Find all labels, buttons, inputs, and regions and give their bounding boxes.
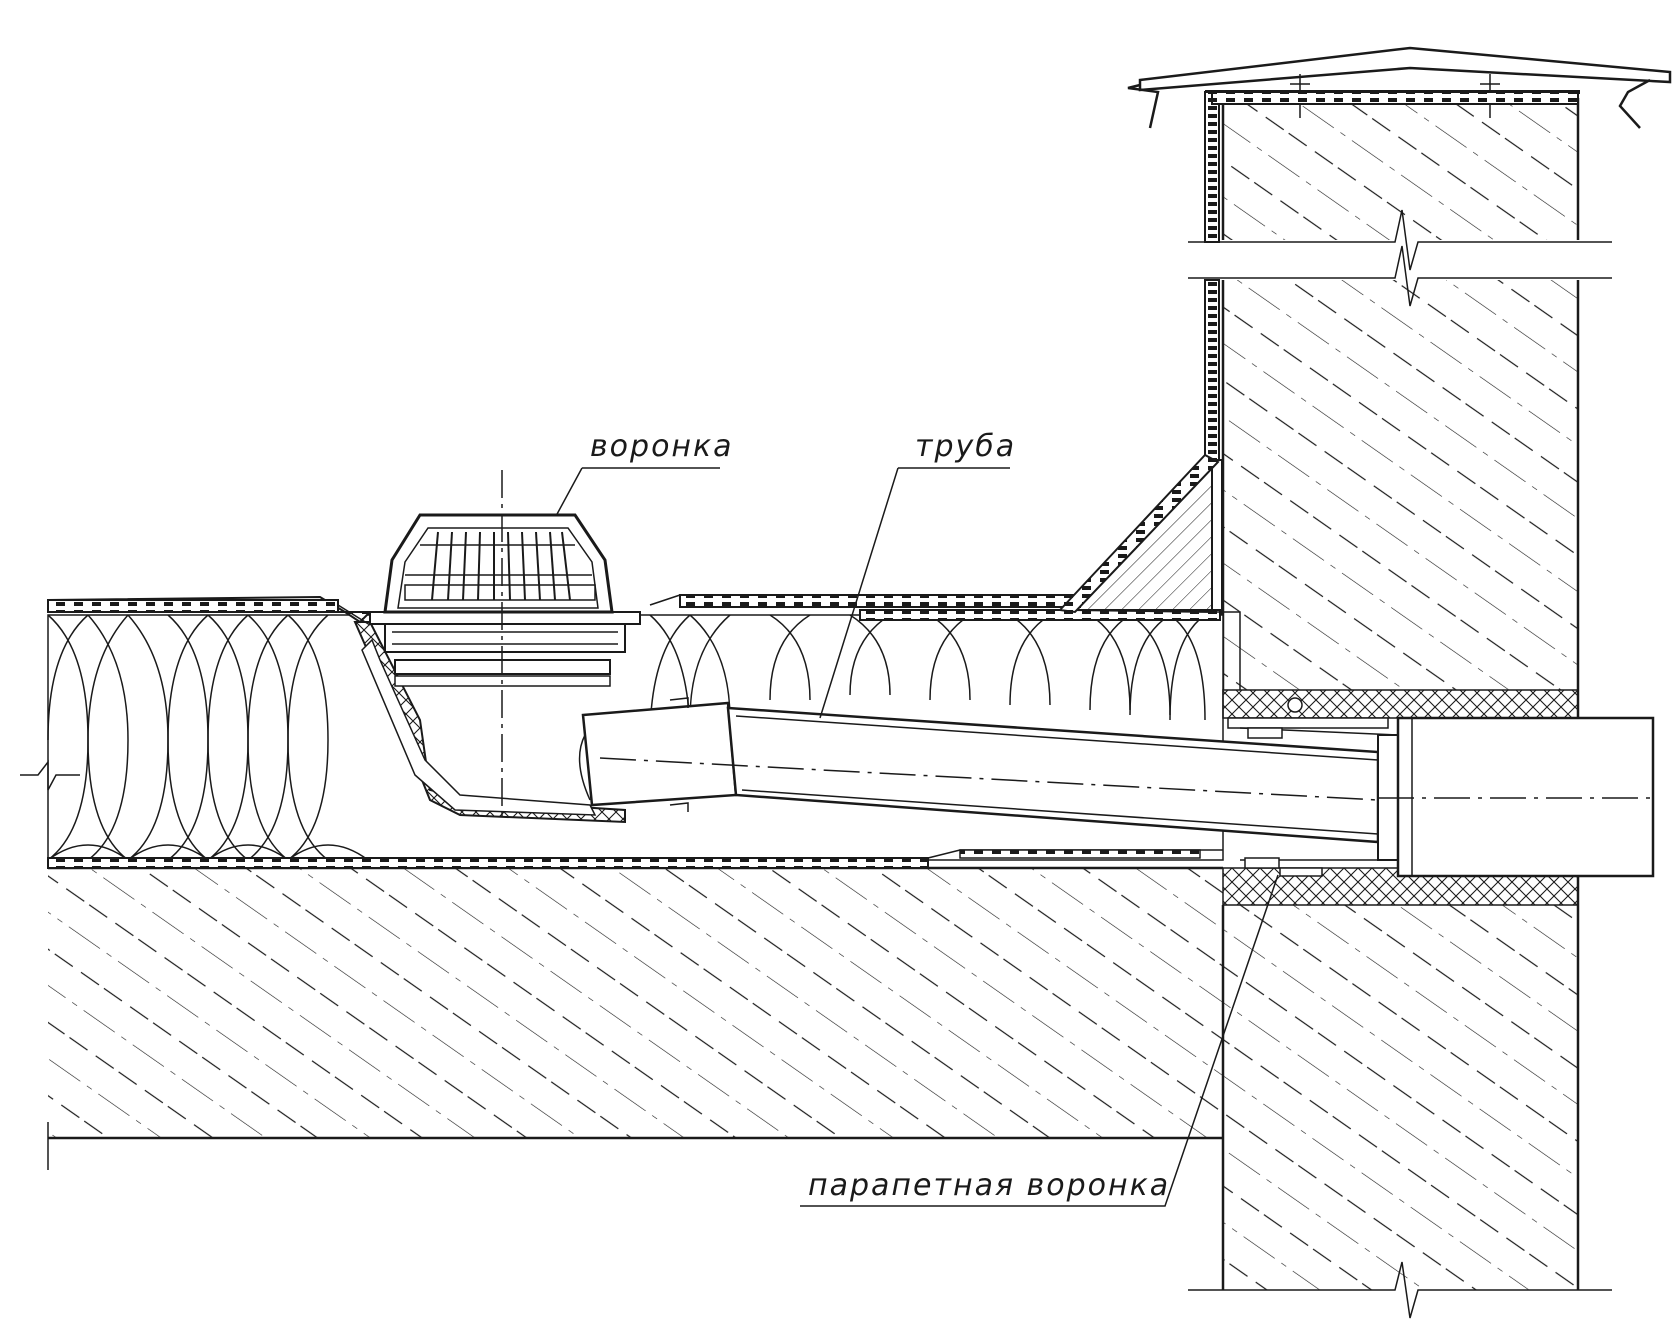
outlet-clamp bbox=[1244, 727, 1323, 877]
label-parapet-funnel: парапетная воронка bbox=[808, 1168, 1170, 1203]
callout-parapet-funnel: парапетная воронка bbox=[800, 874, 1279, 1207]
roof-membranes bbox=[47, 594, 1223, 869]
label-funnel: воронка bbox=[590, 429, 734, 464]
parapet-opening-sleeve bbox=[1222, 689, 1579, 906]
drain-pipe bbox=[578, 697, 1380, 844]
funnel-grate-slots bbox=[431, 531, 571, 601]
fillet-upstand bbox=[1057, 453, 1241, 690]
callout-pipe: труба bbox=[819, 429, 1016, 719]
concrete-slab bbox=[47, 866, 1223, 1170]
parapet-funnel-outlet bbox=[1239, 716, 1655, 878]
roof-funnel bbox=[353, 470, 641, 824]
label-pipe: труба bbox=[915, 429, 1016, 464]
parapet-membrane bbox=[1204, 91, 1579, 731]
callout-funnel: воронка bbox=[555, 429, 734, 517]
